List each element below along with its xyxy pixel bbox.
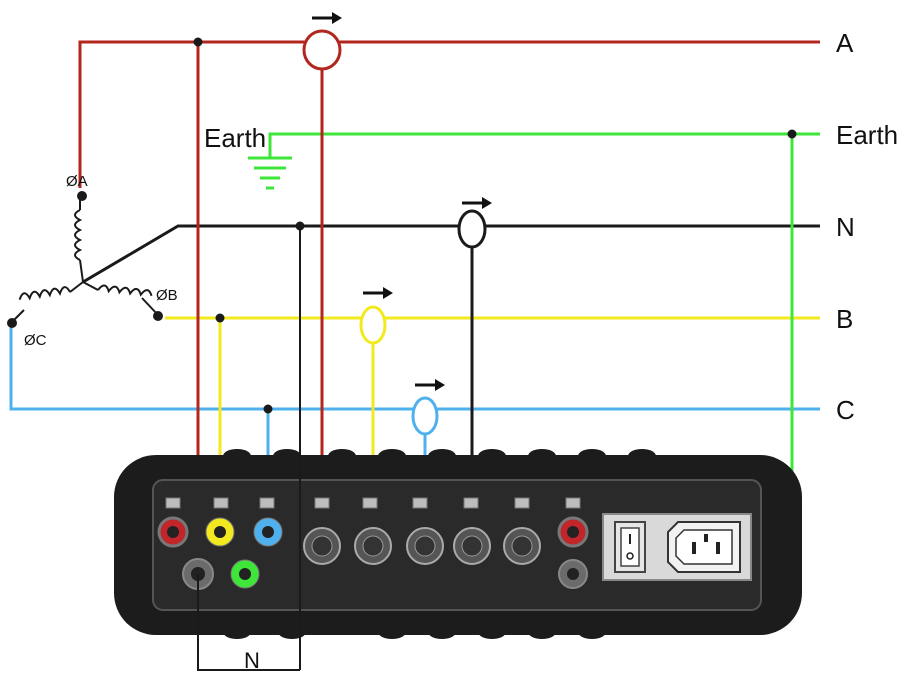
terminal-label-tabs (165, 497, 581, 509)
label-b: B (836, 304, 853, 334)
phase-c-label: ØC (24, 332, 47, 349)
power-inlet[interactable] (667, 521, 741, 573)
arrow-right-icon (462, 197, 492, 209)
phase-a-terminal (77, 191, 87, 201)
line-a (78, 40, 820, 188)
label-earth: Earth (836, 120, 898, 150)
arrow-right-icon (363, 287, 393, 299)
aux-input-red[interactable] (557, 516, 589, 548)
voltage-lead-a (193, 37, 203, 532)
line-c (9, 323, 820, 411)
star-transformer (11, 196, 159, 323)
phase-b-terminal (153, 311, 163, 321)
voltage-input-c[interactable] (253, 517, 283, 547)
label-a: A (836, 28, 854, 58)
label-c: C (836, 395, 855, 425)
voltage-input-a[interactable] (157, 516, 189, 548)
ground-icon (248, 156, 292, 190)
neutral-link-label: N (244, 648, 260, 673)
voltage-input-earth[interactable] (230, 559, 260, 589)
line-earth (268, 132, 820, 157)
arrow-right-icon (312, 12, 342, 24)
phase-a-label: ØA (66, 173, 88, 190)
current-input-a[interactable] (303, 527, 341, 565)
voltage-input-b[interactable] (205, 517, 235, 547)
neutral-lead (295, 221, 305, 670)
arrow-right-icon (415, 379, 445, 391)
earth-symbol-label: Earth (204, 123, 266, 153)
aux-input-black[interactable] (558, 559, 588, 589)
current-input-spare[interactable] (503, 527, 541, 565)
current-input-n[interactable] (453, 527, 491, 565)
label-n: N (836, 212, 855, 242)
neutral-link (197, 574, 300, 671)
phase-c-terminal (7, 318, 17, 328)
power-switch[interactable] (614, 521, 646, 573)
current-input-c[interactable] (406, 527, 444, 565)
phase-b-label: ØB (156, 287, 178, 304)
current-input-b[interactable] (354, 527, 392, 565)
line-n (82, 224, 820, 284)
